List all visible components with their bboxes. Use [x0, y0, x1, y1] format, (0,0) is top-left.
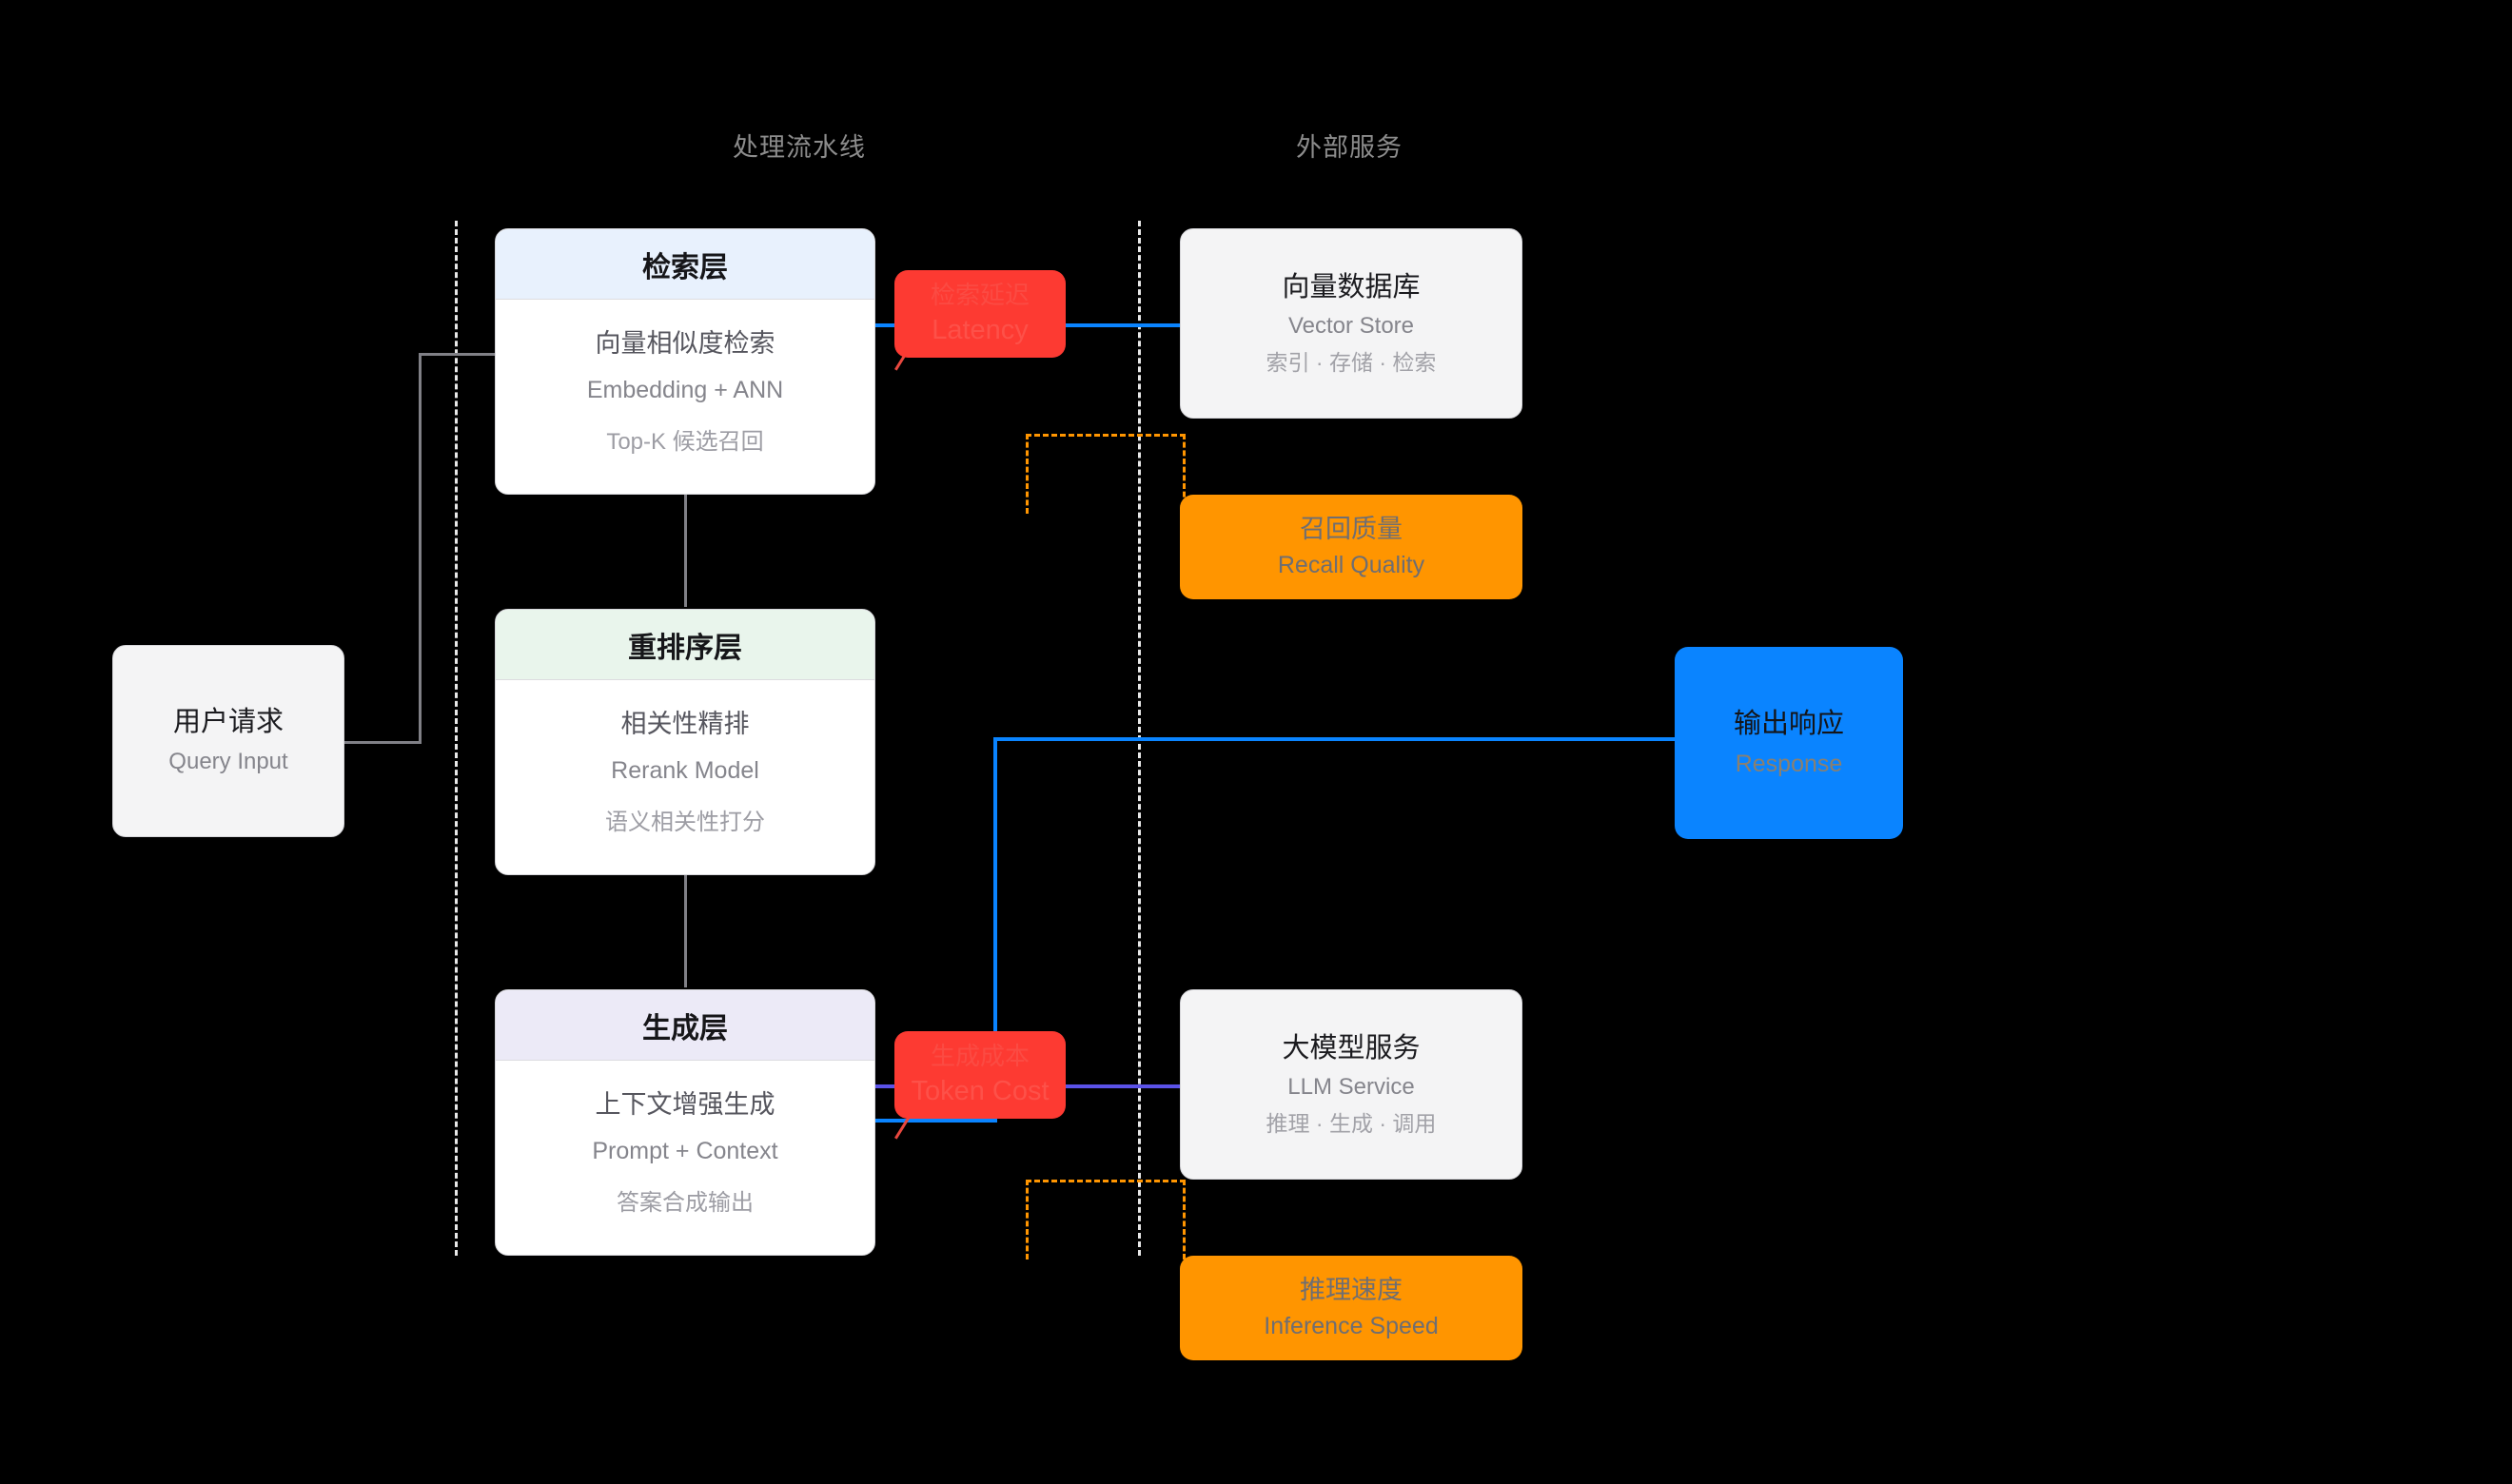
generation-layer-line3: 答案合成输出 — [617, 1190, 754, 1216]
retrieval-layer-line1: 向量相似度检索 — [595, 329, 775, 358]
vector-store-detail: 索引 · 存储 · 检索 — [1266, 349, 1437, 375]
metric-retrieval-latency-en: Latency — [932, 314, 1029, 345]
lane-title-pipeline: 处理流水线 — [733, 133, 866, 162]
lane-divider-pipeline — [455, 221, 458, 1256]
node-response[interactable]: 输出响应 Response — [1675, 647, 1903, 839]
badge-recall-quality-en: Recall Quality — [1277, 551, 1425, 578]
badge-inference-speed-en: Inference Speed — [1264, 1312, 1439, 1339]
metric-token-cost[interactable]: 生成成本 Token Cost — [894, 1031, 1066, 1119]
rerank-layer-header: 重排序层 — [496, 610, 874, 680]
llm-service-detail: 推理 · 生成 · 调用 — [1266, 1110, 1437, 1136]
metric-retrieval-latency[interactable]: 检索延迟 Latency — [894, 270, 1066, 358]
edge-query-to-retrieval-seg2 — [419, 354, 422, 744]
rerank-layer-line1: 相关性精排 — [620, 710, 750, 738]
edge-generation-to-response-seg3 — [993, 737, 1675, 741]
edge-rerank-to-generation — [684, 873, 687, 987]
retrieval-layer-line3: Top-K 候选召回 — [606, 429, 764, 455]
node-query-input[interactable]: 用户请求 Query Input — [112, 645, 344, 837]
edge-generation-to-response-seg2 — [993, 738, 997, 1123]
vector-store-title-cn: 向量数据库 — [1282, 271, 1421, 303]
metric-token-cost-en: Token Cost — [911, 1075, 1050, 1106]
badge-inference-speed[interactable]: 推理速度 Inference Speed — [1180, 1256, 1522, 1360]
query-input-title-en: Query Input — [168, 748, 288, 774]
node-generation-layer[interactable]: 生成层 上下文增强生成 Prompt + Context 答案合成输出 — [495, 989, 875, 1256]
edge-query-to-retrieval-seg1 — [344, 741, 421, 744]
retrieval-layer-line2: Embedding + ANN — [586, 376, 784, 403]
node-retrieval-layer[interactable]: 检索层 向量相似度检索 Embedding + ANN Top-K 候选召回 — [495, 228, 875, 495]
badge-recall-quality-cn: 召回质量 — [1300, 514, 1403, 543]
badge-inference-speed-cn: 推理速度 — [1300, 1275, 1403, 1304]
node-llm-service[interactable]: 大模型服务 LLM Service 推理 · 生成 · 调用 — [1180, 989, 1522, 1180]
generation-layer-line2: Prompt + Context — [592, 1137, 778, 1164]
generation-layer-header: 生成层 — [496, 990, 874, 1061]
edge-generation-to-response-seg1 — [875, 1119, 997, 1123]
metric-token-cost-cn: 生成成本 — [930, 1041, 1030, 1070]
retrieval-layer-header: 检索层 — [496, 229, 874, 300]
generation-layer-line1: 上下文增强生成 — [595, 1090, 775, 1119]
node-vector-store[interactable]: 向量数据库 Vector Store 索引 · 存储 · 检索 — [1180, 228, 1522, 419]
badge-recall-quality[interactable]: 召回质量 Recall Quality — [1180, 495, 1522, 599]
query-input-title-cn: 用户请求 — [172, 707, 284, 738]
response-title-cn: 输出响应 — [1733, 709, 1844, 740]
rerank-layer-line3: 语义相关性打分 — [605, 810, 765, 835]
lane-title-external: 外部服务 — [1296, 133, 1403, 162]
vector-store-title-en: Vector Store — [1287, 313, 1415, 340]
node-rerank-layer[interactable]: 重排序层 相关性精排 Rerank Model 语义相关性打分 — [495, 609, 875, 875]
dashed-region-recall — [1026, 434, 1186, 514]
dashed-region-inference — [1026, 1180, 1186, 1259]
llm-service-title-cn: 大模型服务 — [1282, 1032, 1421, 1064]
rerank-layer-line2: Rerank Model — [611, 756, 759, 784]
edge-query-to-retrieval-seg3 — [419, 353, 497, 356]
llm-service-title-en: LLM Service — [1287, 1074, 1415, 1101]
response-title-en: Response — [1735, 751, 1843, 778]
edge-retrieval-to-rerank — [684, 493, 687, 607]
metric-retrieval-latency-cn: 检索延迟 — [930, 280, 1030, 309]
